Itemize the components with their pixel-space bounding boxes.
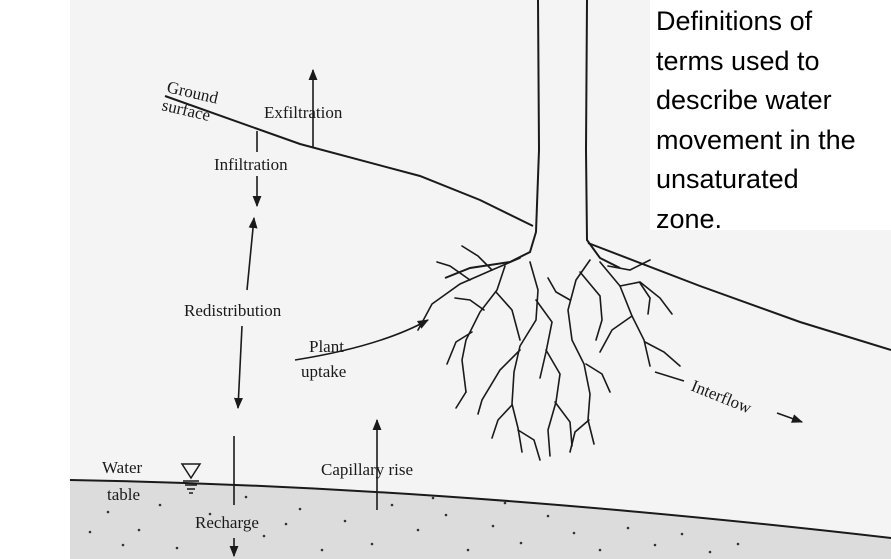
- tree-roots: [417, 245, 681, 461]
- label-capillary-rise: Capillary rise: [321, 460, 413, 479]
- label-water: Water: [102, 458, 142, 477]
- scan-background-right: [650, 230, 891, 559]
- water-table-symbol-icon: [180, 463, 202, 494]
- label-redistribution: Redistribution: [184, 301, 282, 320]
- redistribution-down-arrow: [234, 325, 243, 410]
- caption-line: describe water: [656, 85, 832, 115]
- interflow-dash: [654, 371, 685, 382]
- groundwater-dots: [88, 495, 740, 554]
- label-plant: Plant: [309, 337, 344, 356]
- caption-line: zone.: [656, 203, 723, 234]
- tree-trunk: [444, 0, 621, 279]
- ground-surface-line: [164, 95, 534, 227]
- caption-line: Definitions of: [656, 6, 813, 36]
- ground-surface-line-right: [587, 242, 891, 351]
- groundwater-zone: [70, 480, 891, 559]
- label-table: table: [107, 485, 140, 504]
- slide-caption: Definitions of terms used to describe wa…: [656, 2, 891, 239]
- label-exfiltration: Exfiltration: [264, 103, 343, 122]
- label-recharge: Recharge: [195, 513, 259, 532]
- caption-line: terms used to: [656, 45, 820, 76]
- water-table-line: [69, 479, 891, 539]
- caption-line: movement in the: [656, 124, 856, 155]
- caption-line: unsaturated: [656, 164, 799, 194]
- redistribution-up-arrow: [246, 216, 258, 291]
- plant-uptake-arrow: [294, 319, 429, 361]
- scan-background: [70, 0, 650, 559]
- label-infiltration: Infiltration: [214, 155, 288, 174]
- label-uptake: uptake: [301, 362, 346, 381]
- interflow-arrow: [776, 412, 804, 423]
